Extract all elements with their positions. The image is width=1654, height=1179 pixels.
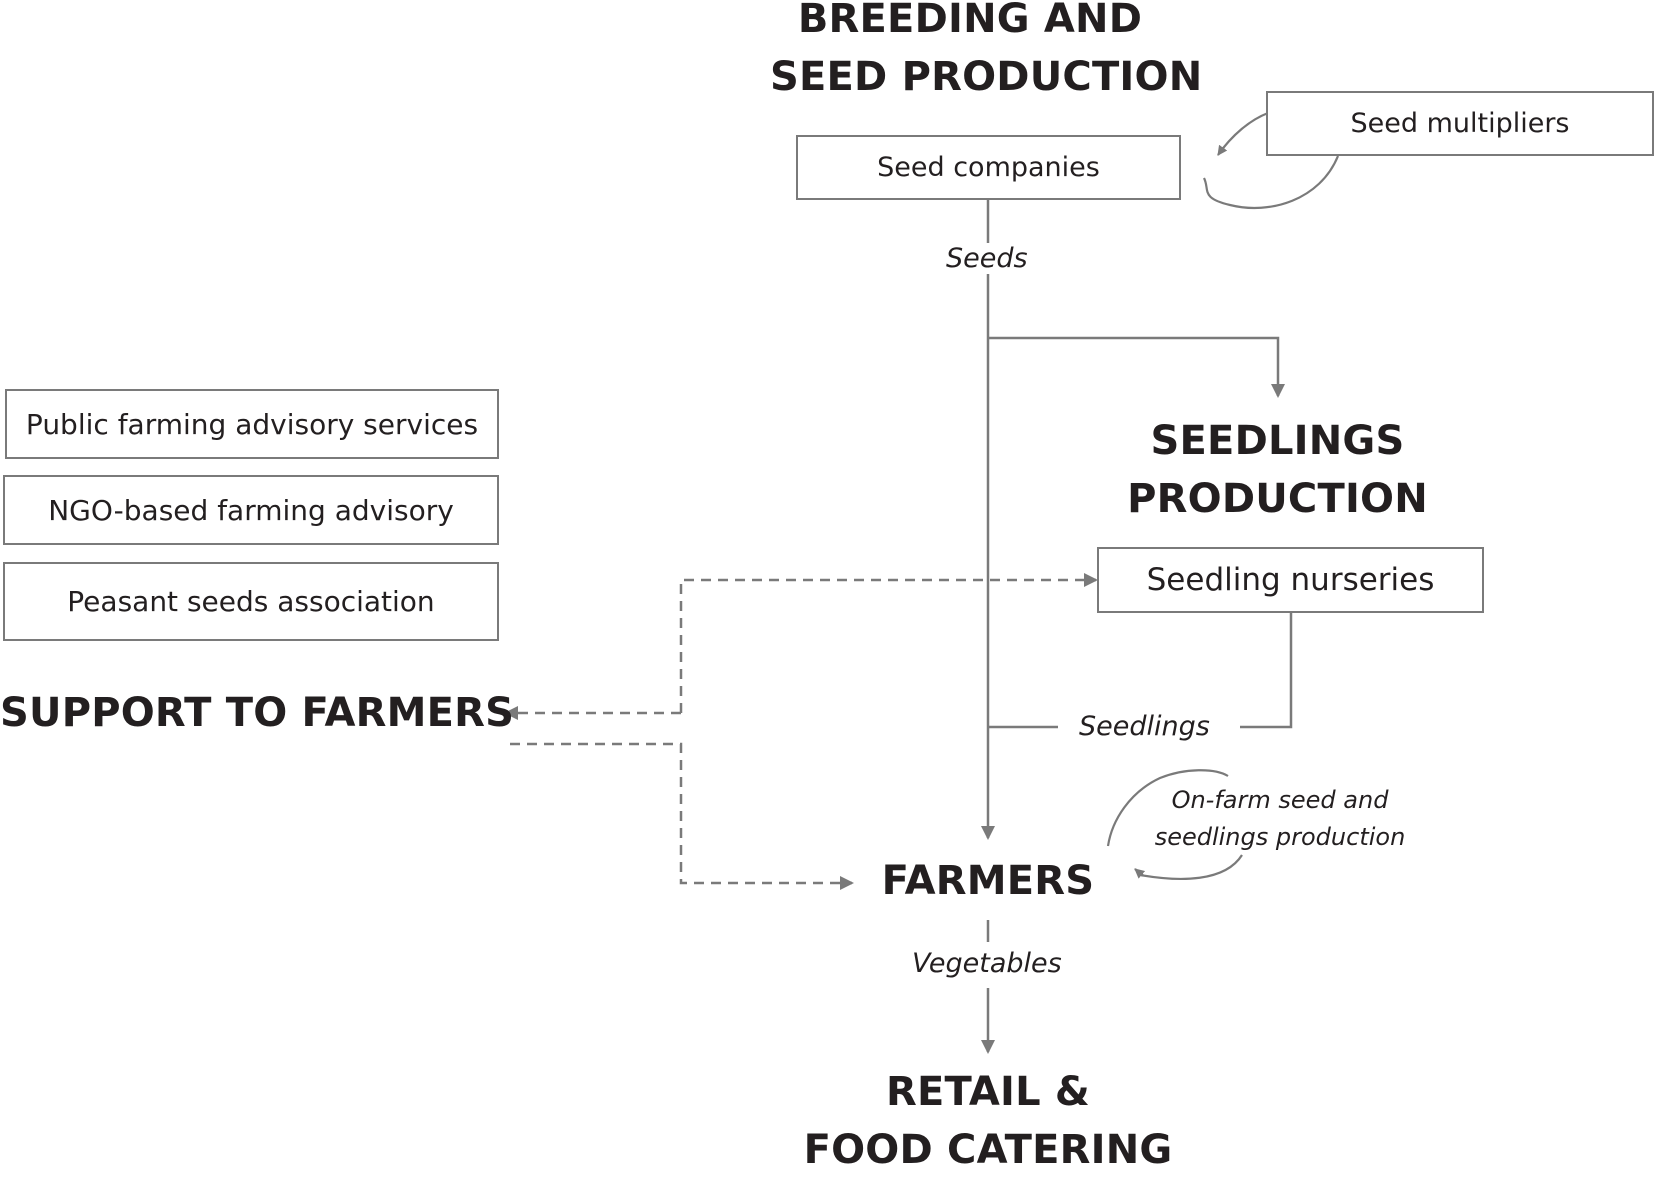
retail-heading-line-1: RETAIL & [885,1069,1091,1115]
on-farm-note-line-2: seedlings production [1154,823,1406,851]
seedlings-flow-label: Seedlings [1073,711,1216,742]
farmers-heading: FARMERS [881,858,1095,904]
multipliers-loop-curve [1202,155,1340,209]
public-advisory-box: Public farming advisory services [5,389,499,459]
on-farm-loop-top-curve [1106,769,1229,847]
support-to-farmers-dashed [510,742,854,890]
retail-heading-line-2: FOOD CATERING [803,1127,1173,1173]
breeding-heading-line-2: SEED PRODUCTION [770,54,1203,100]
breeding-heading: BREEDING AND SEED PRODUCTION [770,0,1203,106]
peasant-seeds-label: Peasant seeds association [67,585,435,618]
multipliers-loop-arrow-curve [1217,111,1269,156]
support-to-nurseries-dashed [679,573,1098,713]
seedlings-heading-line-1: SEEDLINGS [1150,418,1405,464]
branch-to-seedlings-line [988,336,1285,398]
breeding-heading-line-1: BREEDING AND [797,0,1143,42]
seed-multipliers-label: Seed multipliers [1350,108,1570,139]
seed-multipliers-box: Seed multipliers [1266,91,1654,156]
peasant-seeds-box: Peasant seeds association [3,562,499,641]
seeds-flow-label: Seeds [940,243,1034,274]
ngo-advisory-label: NGO-based farming advisory [48,493,454,527]
on-farm-note-line-1: On-farm seed and [1171,786,1389,814]
on-farm-loop-bottom-curve [1134,854,1243,880]
seed-companies-label: Seed companies [877,152,1100,183]
seedlings-return-line [1240,612,1293,729]
seedlings-heading: SEEDLINGS PRODUCTION [1120,412,1435,528]
ngo-advisory-box: NGO-based farming advisory [3,475,499,545]
seed-companies-box: Seed companies [796,135,1181,200]
seedling-nurseries-label: Seedling nurseries [1146,562,1435,598]
support-heading: SUPPORT TO FARMERS [0,690,515,736]
on-farm-note: On-farm seed and seedlings production [1140,782,1420,856]
public-advisory-label: Public farming advisory services [25,407,479,441]
vegetables-flow-label: Vegetables [906,948,1068,979]
retail-heading: RETAIL & FOOD CATERING [788,1063,1188,1179]
seedlings-heading-line-2: PRODUCTION [1127,476,1428,522]
seedling-nurseries-box: Seedling nurseries [1097,547,1484,613]
